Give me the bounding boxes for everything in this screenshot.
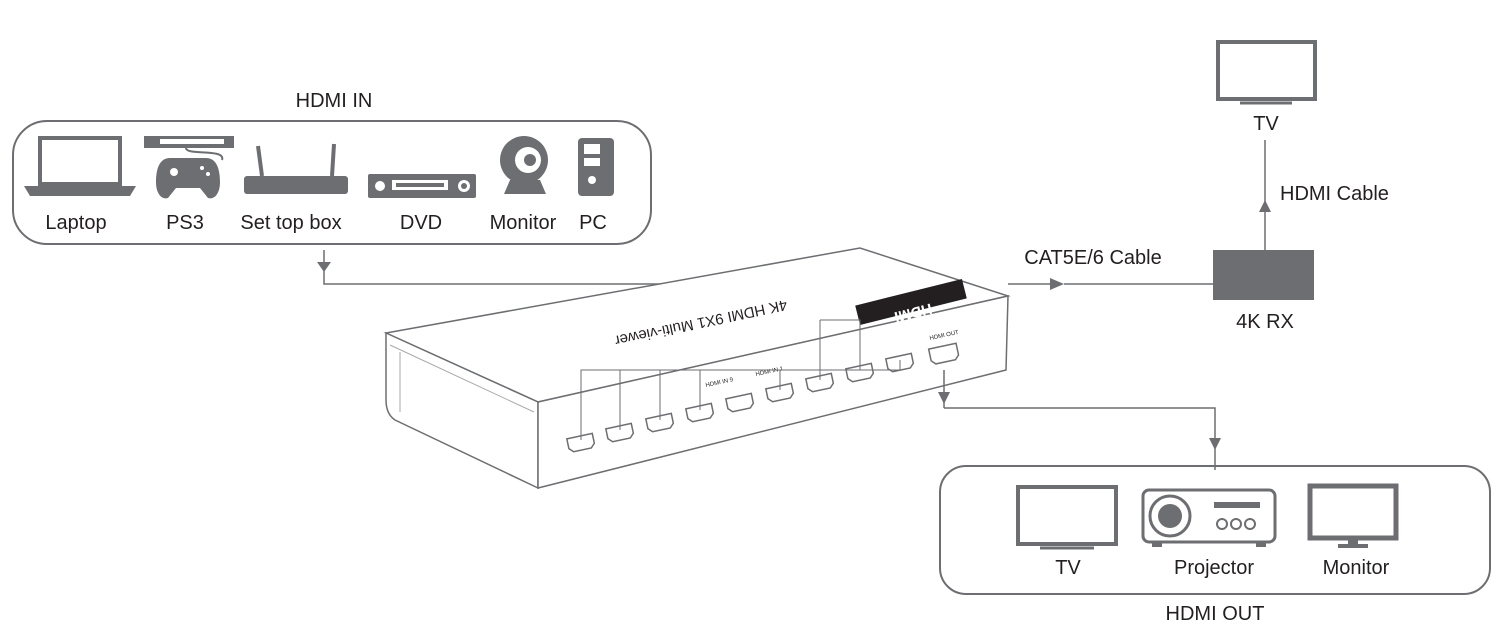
out-arrow-a [938, 392, 950, 404]
ps3-icon [144, 136, 234, 199]
hdmi-out-group-frame [939, 465, 1491, 595]
cat-cable-label: CAT5E/6 Cable [1024, 247, 1161, 269]
receiver-label: 4K RX [1236, 311, 1294, 333]
internal-bus-lines [580, 319, 901, 440]
out-arrow-b [1209, 438, 1221, 450]
input-device-label: PC [579, 212, 607, 234]
hdmi-logo: HDMI [855, 278, 967, 325]
monitor-icon [1307, 483, 1399, 548]
cat-cable-arrow [1050, 278, 1064, 290]
hdmi-out-title: HDMI OUT [1166, 603, 1265, 625]
input-arrow [317, 262, 331, 272]
output-device-label: TV [1055, 557, 1081, 579]
input-device-label: DVD [400, 212, 442, 234]
hdmi-in-title: HDMI IN [296, 90, 373, 112]
pc-tower-icon [578, 138, 614, 196]
output-device-label: Monitor [1323, 557, 1390, 579]
input-device-label: Set top box [240, 212, 341, 234]
output-device-label: Projector [1174, 557, 1254, 579]
remote-tv-icon [1216, 40, 1317, 105]
projector-icon [1141, 488, 1277, 547]
hdmi-cable-label: HDMI Cable [1280, 183, 1389, 205]
port-label-right: HDMI IN 1 [755, 366, 784, 378]
webcam-monitor-icon [500, 136, 548, 194]
laptop-icon [24, 136, 136, 196]
tv-icon [1016, 485, 1118, 550]
hdmi-output-port [927, 342, 960, 365]
input-device-label: Laptop [45, 212, 106, 234]
set-top-box-icon [244, 143, 348, 194]
hdmi-in-group-frame [12, 120, 652, 245]
hdmi-cable-arrow [1259, 200, 1271, 212]
out-line-b [944, 407, 1216, 470]
remote-tv-label: TV [1253, 113, 1279, 135]
multiviewer-device [383, 247, 1011, 490]
dvd-player-icon [368, 174, 476, 198]
receiver-box [1213, 250, 1314, 300]
hdmi-input-ports [565, 352, 915, 453]
port-label-left: HDMI IN 9 [705, 377, 734, 389]
input-device-label: Monitor [490, 212, 557, 234]
input-device-label: PS3 [166, 212, 204, 234]
